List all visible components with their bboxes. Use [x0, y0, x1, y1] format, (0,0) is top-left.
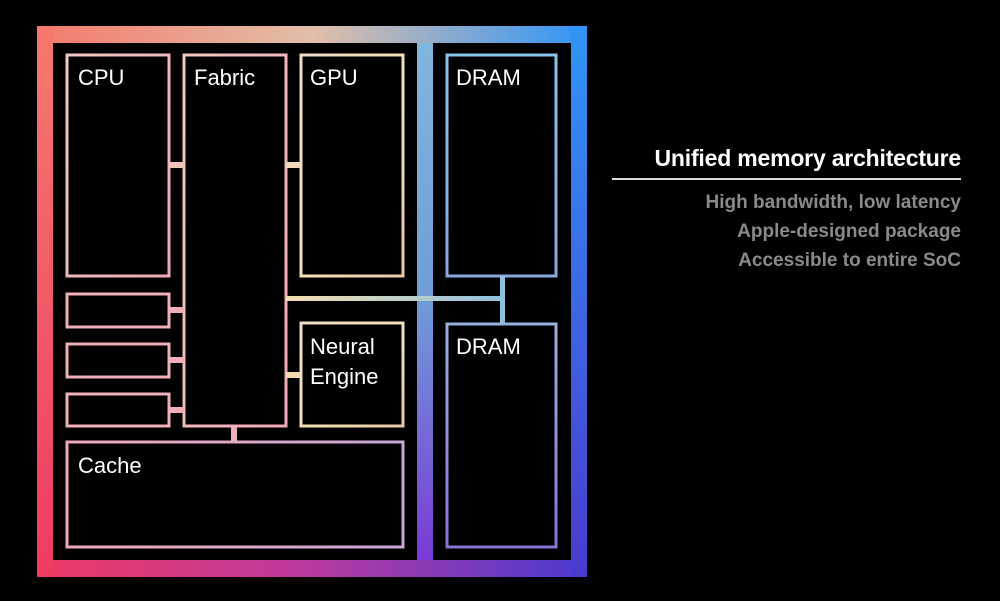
interconnects — [169, 162, 505, 442]
sidebar-divider — [612, 178, 961, 180]
misc-connector-1 — [169, 307, 184, 313]
misc-connector-3 — [169, 407, 184, 413]
neural-engine-label-line2: Engine — [310, 364, 379, 389]
cache-connector — [231, 426, 237, 442]
gpu-label: GPU — [310, 65, 358, 90]
gpu-connector — [286, 162, 301, 168]
frame-divider — [417, 43, 433, 560]
sidebar-item: Apple-designed package — [737, 221, 961, 242]
frame-bottom — [37, 560, 587, 577]
sidebar-item: Accessible to entire SoC — [738, 250, 961, 271]
cache-label: Cache — [78, 453, 142, 478]
cpu-label: CPU — [78, 65, 124, 90]
dram-connector — [500, 276, 505, 324]
frame-top — [37, 26, 587, 43]
misc-block-3 — [65, 392, 171, 428]
sidebar-title: Unified memory architecture — [654, 145, 962, 171]
frame-right — [571, 26, 587, 577]
memory-bus — [286, 296, 505, 301]
fabric-label: Fabric — [194, 65, 255, 90]
neural-engine-connector — [286, 372, 301, 378]
neural-engine-label-line1: Neural — [310, 334, 375, 359]
sidebar: Unified memory architecture High bandwid… — [560, 142, 961, 275]
misc-block-2 — [65, 342, 171, 379]
frame-left — [37, 26, 53, 577]
dram-bottom-label: DRAM — [456, 334, 521, 359]
fabric-block — [182, 53, 288, 428]
package-frame — [37, 26, 587, 577]
sidebar-item: High bandwidth, low latency — [705, 192, 961, 213]
cpu-connector — [169, 162, 184, 168]
dram-top-label: DRAM — [456, 65, 521, 90]
misc-connector-2 — [169, 357, 184, 363]
misc-block-1 — [65, 292, 171, 329]
